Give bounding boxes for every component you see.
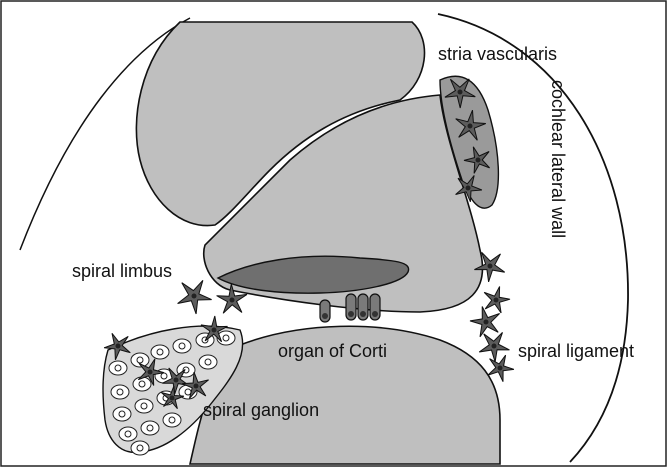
fibrocyte-nucleus bbox=[466, 186, 471, 191]
ganglion-cell bbox=[109, 361, 127, 375]
fibrocyte-nucleus bbox=[174, 378, 179, 383]
fibrocyte-nucleus bbox=[484, 320, 489, 325]
fibrocyte-nucleus bbox=[212, 328, 217, 333]
label-cochlear-lateral-wall: cochlear lateral wall bbox=[548, 80, 568, 238]
ganglion-cell bbox=[131, 441, 149, 455]
label-stria-vascularis: stria vascularis bbox=[438, 44, 557, 64]
fibrocyte-nucleus bbox=[170, 396, 175, 401]
fibrocyte-nucleus bbox=[230, 298, 235, 303]
ganglion-cell bbox=[141, 421, 159, 435]
fibrocyte-nucleus bbox=[148, 370, 153, 375]
fibrocyte-nucleus bbox=[488, 264, 493, 269]
ganglion-cell bbox=[135, 399, 153, 413]
ganglion-cell bbox=[133, 377, 151, 391]
fibrocyte-nucleus bbox=[468, 124, 473, 129]
fibrocyte-nucleus bbox=[458, 90, 463, 95]
fibrocyte-nucleus bbox=[192, 294, 197, 299]
fibrocyte-nucleus bbox=[492, 344, 497, 349]
label-spiral-ganglion: spiral ganglion bbox=[203, 400, 319, 420]
fibrocyte-nucleus bbox=[194, 384, 199, 389]
label-spiral-ligament: spiral ligament bbox=[518, 341, 634, 361]
ganglion-cell bbox=[199, 355, 217, 369]
ganglion-cell bbox=[173, 339, 191, 353]
ganglion-cell bbox=[113, 407, 131, 421]
ganglion-cell bbox=[119, 427, 137, 441]
fibrocyte-nucleus bbox=[494, 298, 499, 303]
fibrocyte-nucleus bbox=[498, 366, 503, 371]
label-organ-of-corti: organ of Corti bbox=[278, 341, 387, 361]
label-spiral-limbus: spiral limbus bbox=[72, 261, 172, 281]
ganglion-cell bbox=[111, 385, 129, 399]
ganglion-cell bbox=[163, 413, 181, 427]
ganglion-cell bbox=[151, 345, 169, 359]
fibrocyte-nucleus bbox=[116, 344, 121, 349]
fibrocyte-nucleus bbox=[476, 158, 481, 163]
